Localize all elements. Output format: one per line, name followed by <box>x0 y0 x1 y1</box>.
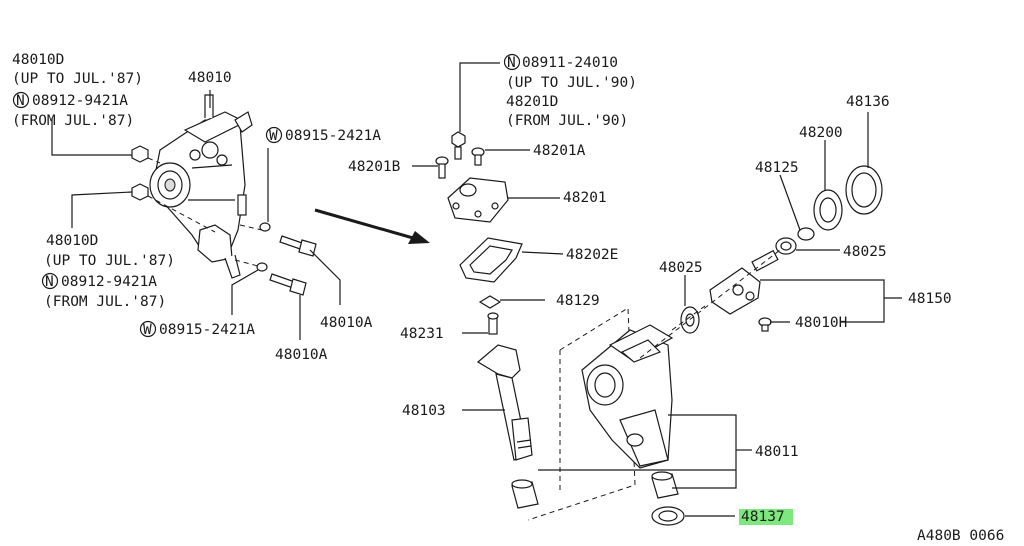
bolt-48010A-lower <box>269 273 307 296</box>
direction-arrow <box>314 208 430 244</box>
label-48025-upper[interactable]: 48025 <box>843 244 887 260</box>
bolt-48010H <box>758 317 772 332</box>
nut-upper <box>131 145 149 163</box>
label-48201A[interactable]: 48201A <box>533 143 586 159</box>
svg-text:N: N <box>45 274 54 290</box>
bolt-48010A-upper <box>279 235 317 257</box>
w-marker-08915-bottom: W <box>139 320 157 338</box>
sector-cover-48201 <box>447 177 509 223</box>
bushing-right <box>651 471 679 499</box>
note-08912-bottom: (FROM JUL.'87) <box>44 294 166 310</box>
note-08912-top: (FROM JUL.'87) <box>12 113 134 129</box>
nut-lower <box>131 183 149 201</box>
n-marker-08912-top: N <box>12 91 30 109</box>
svg-text:N: N <box>16 93 25 109</box>
worm-shaft-48150 <box>709 249 779 315</box>
label-08912-bottom[interactable]: 08912-9421A <box>61 274 157 290</box>
w-marker-08915-top: W <box>265 126 283 144</box>
label-08912-top[interactable]: 08912-9421A <box>32 93 128 109</box>
label-48137[interactable]: 48137 <box>741 509 785 525</box>
bearing-48025-upper <box>775 237 797 255</box>
adjust-plug-48200 <box>813 189 843 231</box>
note-08911: (UP TO JUL.'90) <box>506 75 637 91</box>
bearing-48025-lower <box>680 306 700 334</box>
label-48201B[interactable]: 48201B <box>348 159 401 175</box>
n-marker-08912-bottom: N <box>41 272 59 290</box>
label-48010D-bottom[interactable]: 48010D <box>46 233 98 249</box>
shim-48129 <box>478 295 502 309</box>
label-48201[interactable]: 48201 <box>563 190 607 206</box>
label-48202E[interactable]: 48202E <box>566 247 618 263</box>
note-48201D: (FROM JUL.'90) <box>506 113 628 129</box>
label-48010D-top[interactable]: 48010D <box>12 52 64 68</box>
label-48010[interactable]: 48010 <box>188 70 232 86</box>
label-48125[interactable]: 48125 <box>755 160 799 176</box>
label-48103[interactable]: 48103 <box>402 403 446 419</box>
label-08911[interactable]: 08911-24010 <box>522 55 618 71</box>
label-48231[interactable]: 48231 <box>400 326 444 342</box>
label-48010H[interactable]: 48010H <box>795 315 847 331</box>
adjust-nut-48201A <box>451 131 466 160</box>
washer-upper <box>259 222 271 232</box>
label-48010A-b[interactable]: 48010A <box>275 347 328 363</box>
sector-shaft-48103 <box>476 344 533 461</box>
lock-nut-48136 <box>845 165 883 215</box>
n-marker-08911: N <box>503 53 521 71</box>
label-48200[interactable]: 48200 <box>799 125 843 141</box>
adjusting-screw-48231 <box>487 312 499 335</box>
highlight-box <box>739 509 793 525</box>
bushing-left <box>511 479 539 509</box>
label-48201D[interactable]: 48201D <box>506 94 558 110</box>
screw-48201A <box>471 147 485 166</box>
label-48011[interactable]: 48011 <box>755 444 799 460</box>
label-48129[interactable]: 48129 <box>556 293 600 309</box>
diagram-code: A480B 0066 <box>917 528 1004 544</box>
label-48150[interactable]: 48150 <box>908 291 952 307</box>
gasket-48202E <box>459 237 523 283</box>
gear-housing-48011 <box>581 324 674 469</box>
note-48010D-top: (UP TO JUL.'87) <box>12 71 143 87</box>
washer-lower <box>256 262 268 272</box>
label-08915-top[interactable]: 08915-2421A <box>285 128 381 144</box>
washer-48125 <box>797 227 815 241</box>
label-48136[interactable]: 48136 <box>846 94 890 110</box>
svg-text:W: W <box>143 322 152 338</box>
label-08915-bottom[interactable]: 08915-2421A <box>159 322 255 338</box>
label-48137-highlighted[interactable]: 48137 <box>739 509 793 525</box>
bolt-48201B <box>435 156 449 179</box>
label-48010A-a[interactable]: 48010A <box>320 315 373 331</box>
seal-48137 <box>651 506 685 526</box>
svg-text:W: W <box>269 128 278 144</box>
note-48010D-bottom: (UP TO JUL.'87) <box>44 253 175 269</box>
steering-gear-assembly <box>149 94 253 279</box>
svg-text:N: N <box>507 55 516 71</box>
label-48025-lower[interactable]: 48025 <box>659 260 703 276</box>
